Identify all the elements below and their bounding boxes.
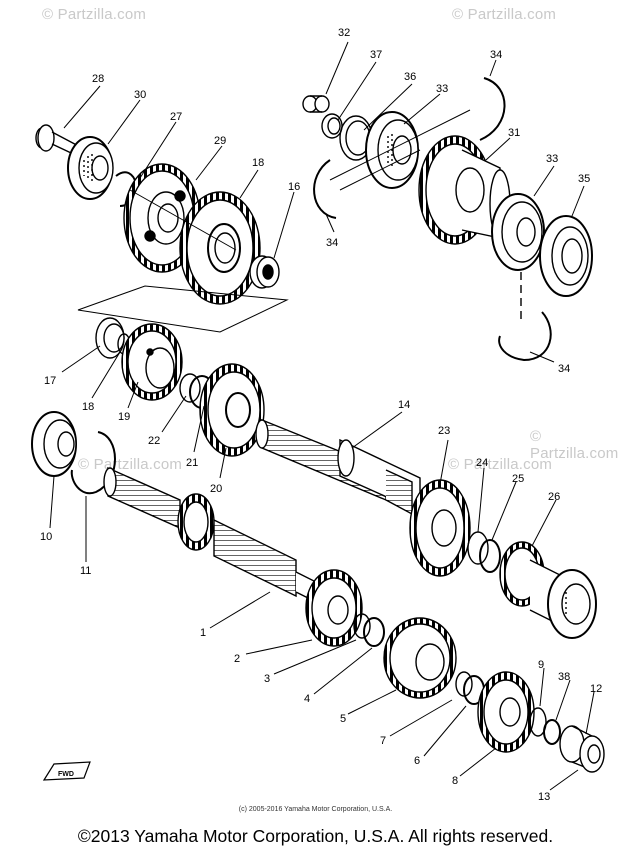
callout-5: 5 [340, 713, 346, 725]
callout-6: 6 [414, 755, 420, 767]
callout-14: 14 [398, 399, 410, 411]
part-9-washer [529, 707, 547, 737]
part-17-washer [95, 317, 125, 359]
part-12-collar [559, 725, 605, 773]
part-20-gear [199, 363, 265, 457]
watermark: © Partzilla.com [78, 456, 183, 473]
callout-12: 12 [590, 683, 602, 695]
callout-17: 17 [44, 375, 56, 387]
part-26-gear-bearing [499, 541, 597, 639]
callout-20: 20 [210, 483, 222, 495]
callout-28: 28 [92, 73, 104, 85]
part-10-bearing [31, 411, 77, 477]
callout-7: 7 [380, 735, 386, 747]
callout-23: 23 [438, 425, 450, 437]
watermark: © Partzilla.com [42, 6, 147, 23]
callout-8: 8 [452, 775, 458, 787]
callout-19: 19 [118, 411, 130, 423]
part-38-ring [543, 719, 561, 745]
part-33-bearing-upper [365, 111, 419, 189]
part-34-circlip-top [479, 77, 506, 141]
callout-37: 37 [370, 49, 382, 61]
callout-34: 34 [326, 237, 338, 249]
part-34-circlip-bottom [498, 311, 552, 362]
callout-9: 9 [538, 659, 544, 671]
callout-16: 16 [288, 181, 300, 193]
callout-29: 29 [214, 135, 226, 147]
callout-18: 18 [252, 157, 264, 169]
callout-25: 25 [512, 473, 524, 485]
callout-35: 35 [578, 173, 590, 185]
callout-3: 3 [264, 673, 270, 685]
callout-22: 22 [148, 435, 160, 447]
part-32-plug [302, 95, 330, 113]
callout-21: 21 [186, 457, 198, 469]
callout-24: 24 [476, 457, 488, 469]
part-2-gear [305, 569, 363, 647]
part-18-gear-upper [179, 191, 261, 305]
callout-2: 2 [234, 653, 240, 665]
part-3-washer [353, 613, 371, 639]
callout-4: 4 [304, 693, 310, 705]
part-23-gear [409, 479, 471, 577]
part-25-clip [479, 539, 501, 573]
callout-31: 31 [508, 127, 520, 139]
callout-11: 11 [80, 565, 91, 577]
callout-26: 26 [548, 491, 560, 503]
watermark: © Partzilla.com [448, 456, 553, 473]
fwd-arrow-icon: FWD [42, 761, 91, 781]
callout-10: 10 [40, 531, 52, 543]
part-24-washer [467, 531, 489, 565]
part-28-bolt [35, 124, 87, 161]
callout-34: 34 [490, 49, 502, 61]
callout-18: 18 [82, 401, 94, 413]
part-5-gear [383, 617, 457, 699]
part-11-circlip [70, 431, 116, 495]
callout-34: 34 [558, 363, 570, 375]
small-copyright: (c) 2005-2016 Yamaha Motor Corporation, … [238, 806, 393, 813]
part-33-bearing-lower [491, 193, 545, 271]
callout-27: 27 [170, 111, 182, 123]
part-35-seal [539, 215, 593, 297]
part-22-washer [179, 373, 201, 403]
part-4-clip [363, 617, 385, 647]
callout-33: 33 [546, 153, 558, 165]
callout-33: 33 [436, 83, 448, 95]
watermark: © Partzilla.com [452, 6, 557, 23]
part-8-gear [477, 671, 535, 753]
callout-32: 32 [338, 27, 350, 39]
part-19-gear [121, 323, 183, 401]
fwd-label: FWD [58, 771, 74, 778]
callout-38: 38 [558, 671, 570, 683]
callout-30: 30 [134, 89, 146, 101]
callout-36: 36 [404, 71, 416, 83]
callout-1: 1 [200, 627, 206, 639]
part-34-circlip-left [313, 159, 337, 219]
callout-13: 13 [538, 791, 550, 803]
part-16-collar [249, 255, 280, 289]
part-14-main-shaft [255, 418, 421, 516]
part-30-bearing [67, 136, 114, 200]
watermark: © Partzilla.com [530, 428, 619, 462]
footer-copyright: ©2013 Yamaha Motor Corporation, U.S.A. A… [77, 826, 554, 846]
